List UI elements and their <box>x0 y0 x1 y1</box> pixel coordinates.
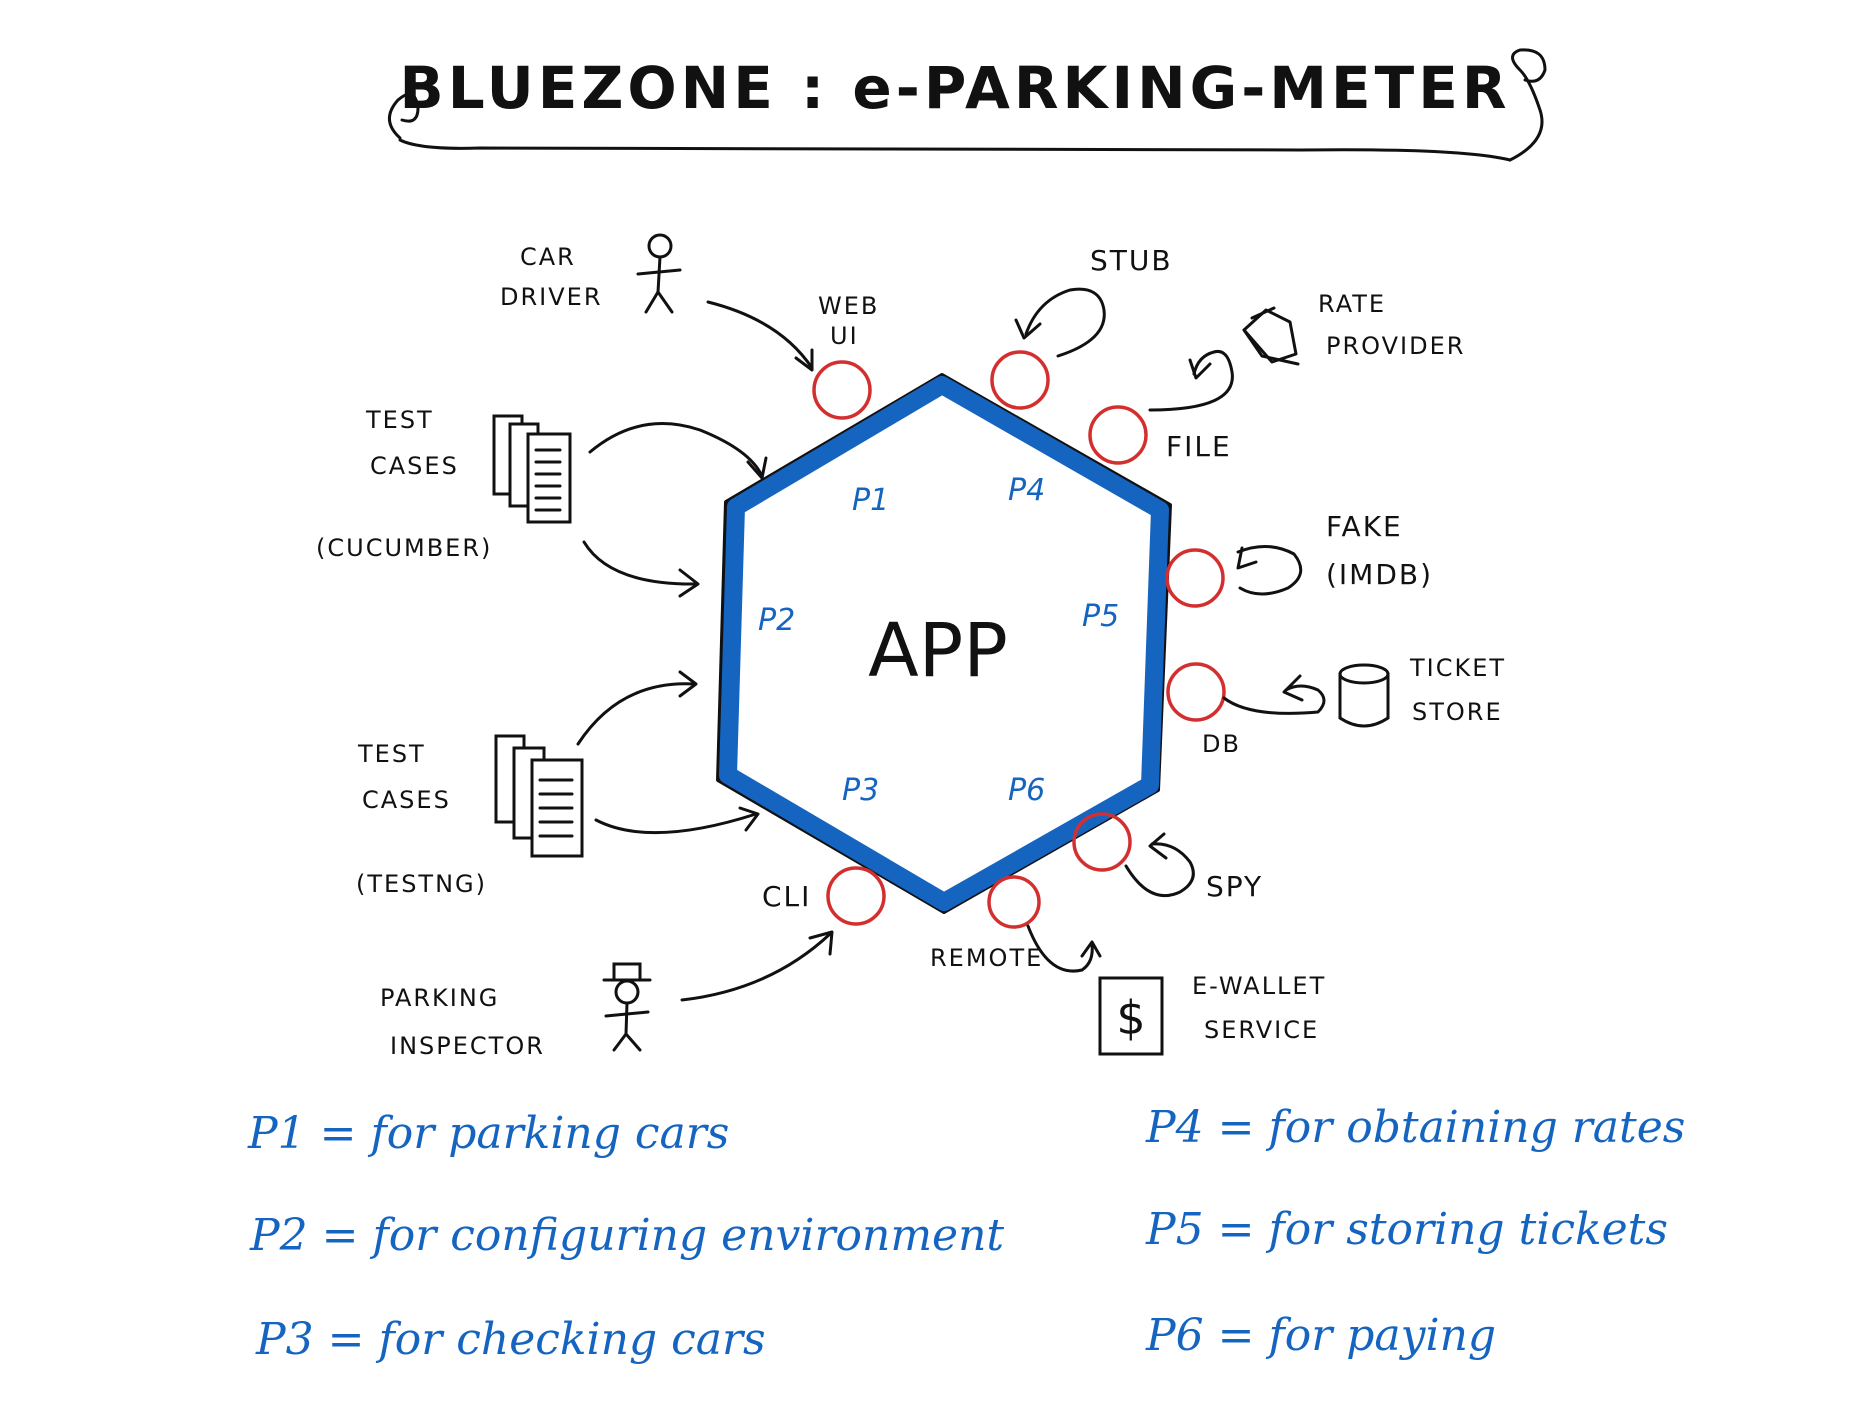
title-banner: BLUEZONE : e-PARKING-METER <box>388 48 1547 162</box>
testng-arrow-bottom <box>594 812 758 835</box>
file-label: FILE <box>1166 430 1232 463</box>
cucumber-arrowhead-top <box>746 456 768 480</box>
adapter-stub-circle <box>990 350 1050 410</box>
port-label-p3: P3 <box>842 773 879 808</box>
web-ui-label-line1: WEB <box>818 292 879 320</box>
spy-loop-arrow <box>1124 842 1195 898</box>
port-label-p4: P4 <box>1008 473 1045 508</box>
adapter-cli-circle <box>826 866 886 926</box>
fake-loop <box>1236 545 1303 596</box>
ticket-store-arrow <box>1222 684 1326 715</box>
legend-item-p6: P6 = for paying <box>1145 1310 1496 1361</box>
ticket-store-arrowhead <box>1282 674 1304 702</box>
spy-loop <box>1124 832 1195 898</box>
cucumber-arrowhead-bottom <box>678 568 700 598</box>
database-cylinder-icon <box>1338 663 1390 728</box>
legend-item-p1: P1 = for parking cars <box>247 1108 729 1159</box>
stub-label: STUB <box>1090 244 1173 277</box>
stick-figure-icon <box>636 233 682 314</box>
e-wallet-label: E-WALLET <box>1192 972 1326 1000</box>
stick-figure-hat-icon <box>602 962 652 1052</box>
web-ui-label-line2: UI <box>830 322 859 350</box>
folder-icon <box>1242 306 1300 366</box>
port-legend: P1 = for parking cars P2 = for configuri… <box>247 1102 1685 1365</box>
testng-label: (TESTNG) <box>356 870 487 898</box>
e-wallet-actor: $ E-WALLET SERVICE <box>1026 924 1326 1056</box>
rate-label: RATE <box>1318 290 1386 318</box>
test-label-1: TEST <box>365 406 434 434</box>
parking-inspector-actor: PARKING INSPECTOR <box>380 930 834 1060</box>
testng-arrowhead-bottom <box>738 806 760 832</box>
right-swirl-decoration <box>1508 48 1547 162</box>
cases-label-2: CASES <box>362 786 451 814</box>
db-label: DB <box>1202 730 1241 758</box>
ticket-store-actor: TICKET STORE <box>1222 654 1506 728</box>
legend-item-p2: P2 = for configuring environment <box>249 1210 1004 1261</box>
cases-label-1: CASES <box>370 452 459 480</box>
store-label: STORE <box>1412 698 1503 726</box>
inspector-arrow <box>680 932 832 1002</box>
adapter-web-ui-circle <box>812 360 872 420</box>
rate-provider-arrow <box>1148 349 1234 412</box>
fake-loop-arrow <box>1236 545 1303 596</box>
parking-label: PARKING <box>380 984 499 1012</box>
testng-arrowhead-top <box>678 670 698 698</box>
document-stack-icon <box>494 734 584 858</box>
car-driver-label-line1: CAR <box>520 243 576 271</box>
app-label: APP <box>868 608 1008 694</box>
port-label-p1: P1 <box>852 483 889 518</box>
remote-label: REMOTE <box>930 944 1043 972</box>
rate-provider-actor: RATE PROVIDER <box>1148 290 1465 412</box>
imdb-label: (IMDB) <box>1326 558 1433 591</box>
test-cases-testng-actor: TEST CASES (TESTNG) <box>356 670 760 898</box>
port-label-p5: P5 <box>1082 599 1119 634</box>
car-driver-arrowhead <box>794 348 814 372</box>
cucumber-label: (CUCUMBER) <box>316 534 492 562</box>
hexagon-outline <box>716 373 1172 914</box>
inspector-label: INSPECTOR <box>390 1032 545 1060</box>
adapter-spy-circle <box>1072 812 1132 872</box>
left-swirl-decoration <box>388 92 420 140</box>
hexagon-boundary <box>719 376 1169 911</box>
adapter-fake-circle <box>1165 548 1225 608</box>
service-label: SERVICE <box>1204 1016 1319 1044</box>
spy-label: SPY <box>1206 870 1263 903</box>
spy-loop-arrowhead <box>1148 832 1168 860</box>
testng-arrow-top <box>576 682 696 746</box>
stub-loop-arrow <box>1024 287 1106 358</box>
cucumber-arrow-top <box>588 422 764 478</box>
document-stack-icon <box>492 414 572 524</box>
legend-item-p4: P4 = for obtaining rates <box>1145 1102 1685 1153</box>
car-driver-arrow <box>706 300 814 370</box>
svg-text:$: $ <box>1116 991 1145 1045</box>
provider-label: PROVIDER <box>1326 332 1465 360</box>
adapter-db-circle <box>1166 662 1226 722</box>
port-label-p2: P2 <box>758 603 795 638</box>
dollar-bill-icon: $ <box>1098 976 1164 1056</box>
title-underline <box>398 138 1512 162</box>
fake-loop-arrowhead <box>1236 546 1258 570</box>
e-wallet-arrow <box>1026 924 1094 973</box>
inspector-arrowhead <box>808 930 834 956</box>
rate-provider-arrowhead <box>1188 358 1212 380</box>
adapter-remote-circle <box>987 875 1041 929</box>
car-driver-label-line2: DRIVER <box>500 283 603 311</box>
stub-loop-arrowhead <box>1014 318 1042 340</box>
legend-item-p5: P5 = for storing tickets <box>1145 1204 1668 1255</box>
ticket-label: TICKET <box>1409 654 1506 682</box>
cucumber-arrow-bottom <box>582 540 698 586</box>
e-wallet-arrowhead <box>1080 940 1102 958</box>
test-label-2: TEST <box>357 740 426 768</box>
car-driver-actor: CAR DRIVER <box>500 233 814 372</box>
test-cases-cucumber-actor: TEST CASES (CUCUMBER) <box>316 406 768 598</box>
port-label-p6: P6 <box>1008 773 1045 808</box>
legend-item-p3: P3 = for checking cars <box>255 1314 766 1365</box>
stub-loop <box>1014 287 1106 358</box>
diagram-title: BLUEZONE : e-PARKING-METER <box>400 54 1511 122</box>
fake-label: FAKE <box>1326 510 1403 543</box>
cli-label: CLI <box>762 880 811 913</box>
adapter-file-circle <box>1088 405 1148 465</box>
